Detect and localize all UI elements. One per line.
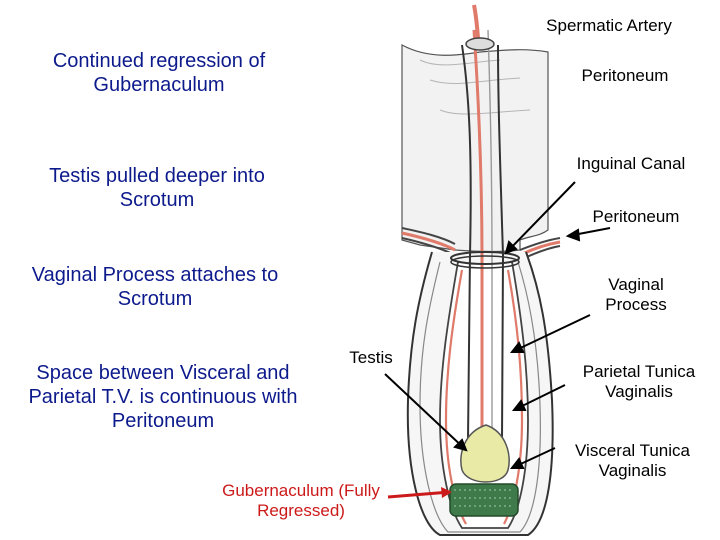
note-gubernaculum-regression: Continued regression of Gubernaculum xyxy=(52,50,266,96)
inguinal-ring xyxy=(450,251,520,269)
arrow-vaginal-process-head xyxy=(509,341,525,353)
arrow-peritoneum-head xyxy=(565,228,581,242)
pointer-arrows xyxy=(384,181,611,469)
label-peritoneum-top: Peritoneum xyxy=(581,66,669,85)
label-gubernaculum: Gubernaculum (Fully Regressed) xyxy=(222,481,380,521)
spermatic-artery-stub xyxy=(465,4,495,51)
arrow-parietal-head xyxy=(511,399,527,411)
note-testis-pulled: Testis pulled deeper into Scrotum xyxy=(49,165,265,211)
arrow-inguinal-canal-head xyxy=(504,240,518,255)
body-wall xyxy=(401,43,549,253)
arrow-inguinal-canal xyxy=(505,181,576,254)
label-spermatic-artery: Spermatic Artery xyxy=(546,16,672,35)
gubernaculum xyxy=(449,483,519,517)
label-visceral-tv: Visceral Tunica Vaginalis xyxy=(575,441,690,481)
spermatic-cord xyxy=(461,29,505,441)
label-parietal-tv: Parietal Tunica Vaginalis xyxy=(582,362,696,402)
arrow-visceral-head xyxy=(509,457,525,469)
arrow-vaginal-process xyxy=(511,314,591,353)
label-testis: Testis xyxy=(349,348,393,367)
label-peritoneum-mid: Peritoneum xyxy=(592,207,680,226)
arrow-testis xyxy=(384,373,467,451)
label-inguinal-canal: Inguinal Canal xyxy=(576,154,686,173)
label-vaginal-process: Vaginal Process xyxy=(605,275,667,315)
note-vaginal-attaches: Vaginal Process attaches to Scrotum xyxy=(31,264,279,310)
arrow-gubernaculum xyxy=(387,487,452,499)
arrow-testis-head xyxy=(453,438,468,452)
note-space-between: Space between Visceral and Parietal T.V.… xyxy=(28,362,298,432)
